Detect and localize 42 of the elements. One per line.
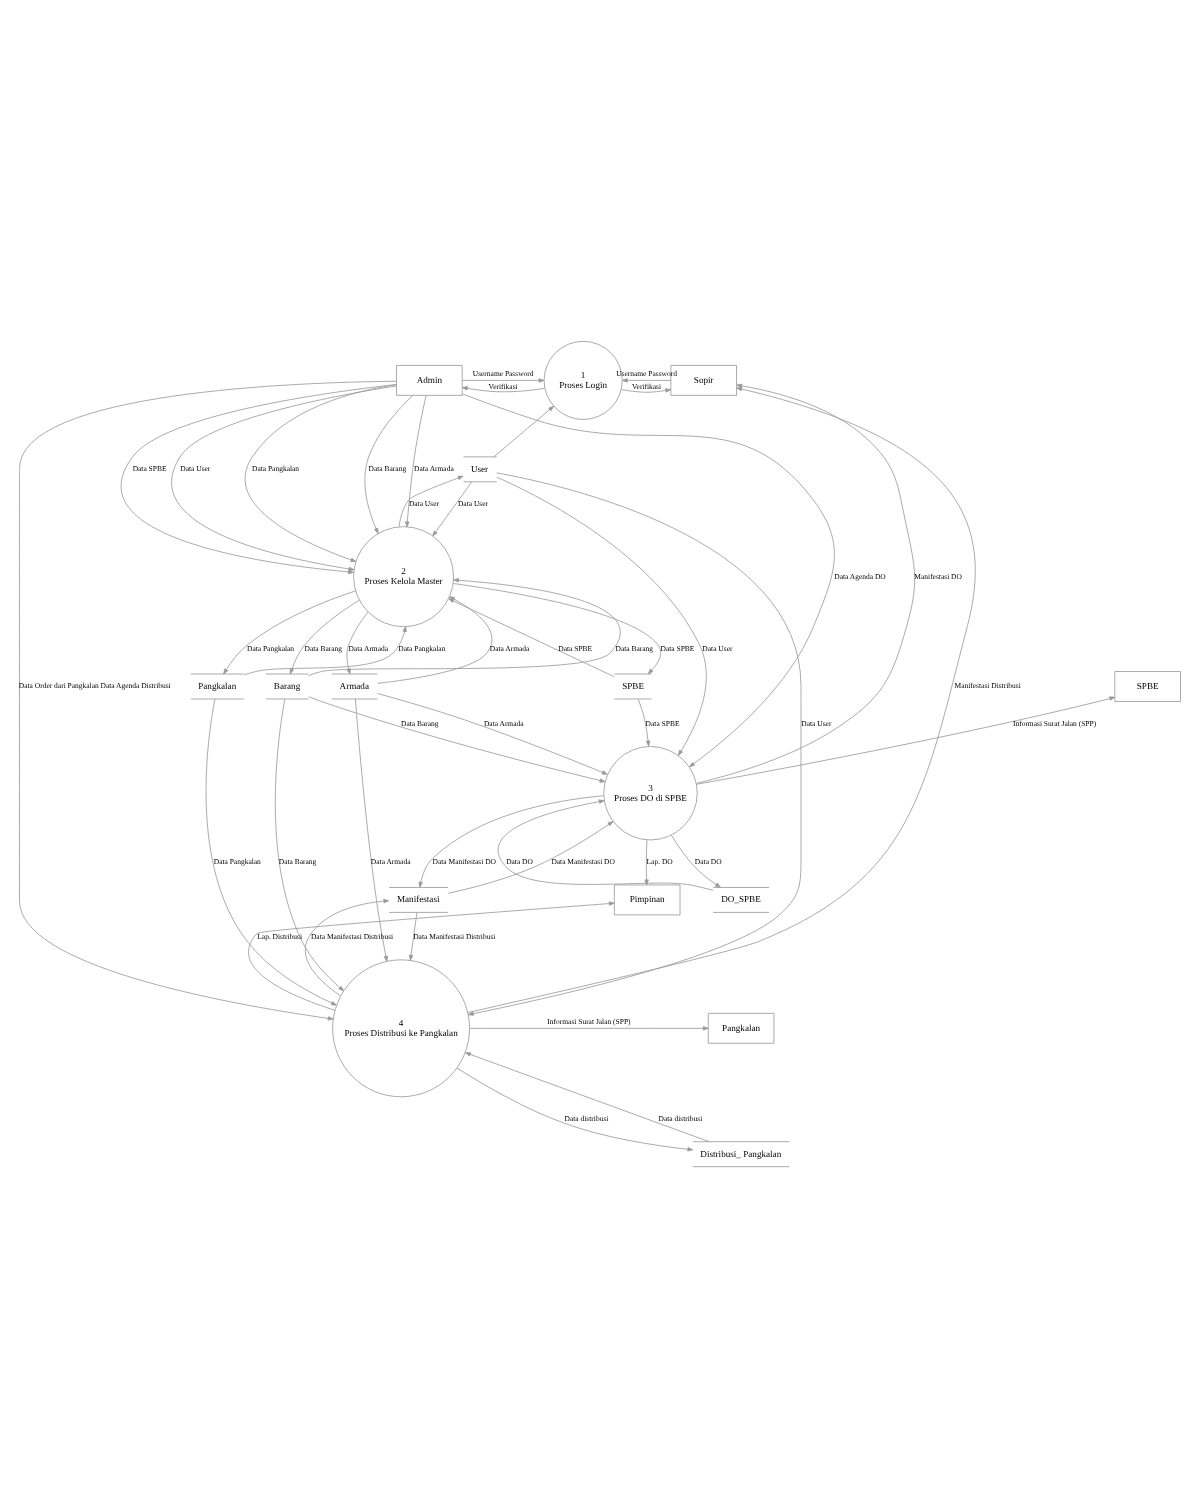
arrow xyxy=(461,378,545,383)
arrow xyxy=(497,799,714,891)
arrow xyxy=(408,912,418,961)
arrow xyxy=(696,696,1116,785)
arrow xyxy=(621,378,672,383)
arrow xyxy=(620,388,672,393)
arrow xyxy=(447,821,614,894)
arrow xyxy=(469,1026,709,1031)
arrow xyxy=(377,693,608,775)
arrow xyxy=(274,698,345,992)
arrow xyxy=(467,386,976,1013)
arrow xyxy=(248,901,615,1011)
arrow xyxy=(496,476,707,756)
arrow xyxy=(205,698,337,1006)
arrow xyxy=(121,384,397,575)
arrow xyxy=(493,405,555,458)
arrow xyxy=(308,696,606,783)
arrow xyxy=(452,583,662,675)
arrow xyxy=(398,475,464,528)
arrow xyxy=(19,380,397,1021)
arrow xyxy=(461,386,546,393)
arrow xyxy=(418,795,604,888)
arrow xyxy=(432,481,473,537)
arrow xyxy=(354,698,389,962)
arrow xyxy=(289,599,360,675)
arrow xyxy=(244,384,397,562)
arrow xyxy=(465,1052,710,1143)
arrow xyxy=(171,385,397,572)
arrow xyxy=(346,611,369,675)
arrow xyxy=(696,383,916,784)
arrow xyxy=(405,394,427,528)
arrow xyxy=(456,1067,694,1152)
arrow xyxy=(243,626,407,676)
arrow xyxy=(364,395,414,534)
arrow xyxy=(304,898,390,997)
arrow xyxy=(644,839,649,886)
arrow xyxy=(671,834,721,888)
arrow xyxy=(462,393,835,768)
arrow xyxy=(637,698,651,747)
arrow xyxy=(223,590,357,675)
arrow xyxy=(467,472,802,1016)
arrow xyxy=(308,578,621,676)
